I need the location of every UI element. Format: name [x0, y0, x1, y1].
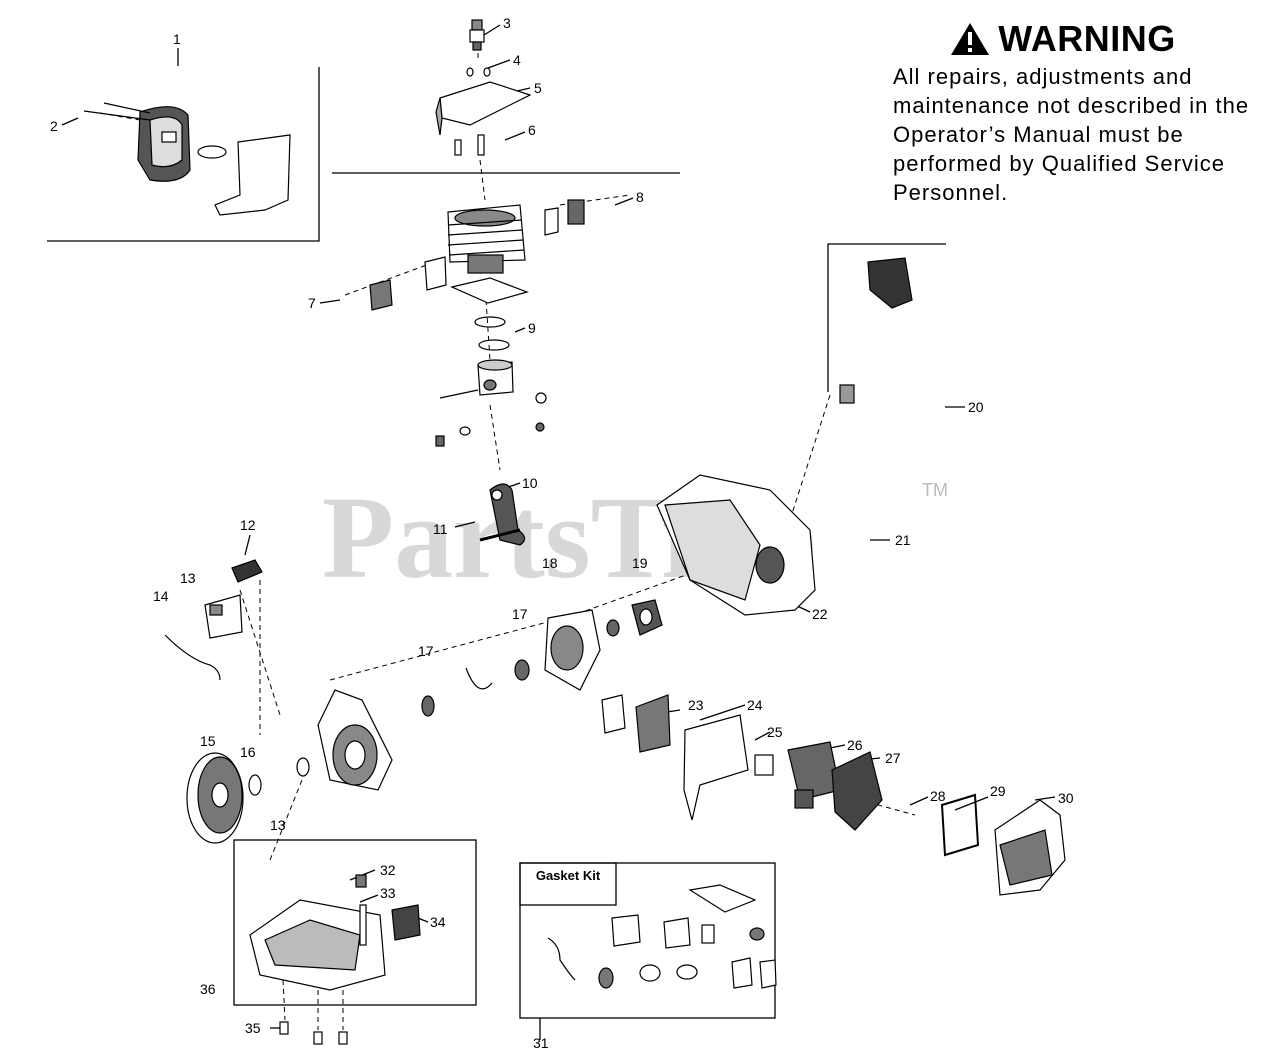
callout-14: 14 — [153, 588, 169, 604]
callout-17: 17 — [418, 643, 434, 659]
callout-33: 33 — [380, 885, 396, 901]
starter-pulley — [631, 599, 663, 636]
callout-11: 11 — [433, 521, 448, 537]
intake-spacer — [567, 199, 585, 225]
muffler-group-box — [47, 67, 320, 242]
callout-19: 19 — [632, 555, 648, 571]
starter-housing — [656, 474, 816, 616]
callout-8: 8 — [636, 189, 644, 205]
carburetor-adapter — [635, 694, 671, 753]
carburetor-bracket — [683, 714, 749, 821]
callout-31: 31 — [533, 1035, 549, 1051]
callout-36: 36 — [200, 981, 216, 997]
fuel-line — [359, 904, 367, 946]
callout-29: 29 — [990, 783, 1006, 799]
air-filter-base — [831, 751, 883, 831]
warning-text: All repairs, adjustments and maintenance… — [893, 64, 1250, 205]
callout-6: 6 — [528, 122, 536, 138]
seal — [296, 757, 310, 777]
exhaust-gasket — [369, 279, 393, 311]
intake-gasket — [544, 207, 559, 236]
callout-27: 27 — [885, 750, 901, 766]
callout-15: 15 — [200, 733, 216, 749]
trademark-mark: TM — [922, 480, 948, 500]
callout-21: 21 — [895, 532, 911, 548]
cylinder-gasket — [450, 277, 529, 304]
piston — [435, 359, 547, 447]
crankshaft — [479, 483, 526, 546]
gasket-kit-box — [519, 862, 776, 1019]
callout-12: 12 — [240, 517, 256, 533]
callout-18: 18 — [542, 555, 558, 571]
gasket-kit-label: Gasket Kit — [535, 868, 601, 883]
air-filter — [940, 793, 980, 857]
warning-title: WARNING — [998, 18, 1176, 59]
piston-rings — [474, 316, 510, 351]
callout-23: 23 — [688, 697, 704, 713]
callout-22: 22 — [812, 606, 828, 622]
gasket-kit-parts — [547, 884, 777, 989]
callout-4: 4 — [513, 52, 521, 68]
flywheel — [186, 752, 244, 844]
muffler-cover — [137, 106, 191, 182]
ignition-module — [164, 559, 263, 681]
snap-ring — [465, 667, 493, 690]
callout-25: 25 — [767, 724, 783, 740]
callout-2: 2 — [50, 118, 58, 134]
crankcase-right — [544, 609, 601, 691]
callout-7: 7 — [308, 295, 316, 311]
callout-26: 26 — [847, 737, 863, 753]
fuel-tank-group-box — [233, 839, 477, 1006]
shroud-bracket — [435, 67, 532, 156]
callout-34: 34 — [430, 914, 446, 930]
callout-17b: 17 — [512, 606, 528, 622]
cylinder — [447, 204, 526, 274]
warning-heading: WARNING — [893, 18, 1233, 60]
callout-28: 28 — [930, 788, 946, 804]
callout-5: 5 — [534, 80, 542, 96]
starter-group-box — [827, 243, 946, 246]
callout-32: 32 — [380, 862, 396, 878]
callout-20: 20 — [968, 399, 984, 415]
callout-16: 16 — [240, 744, 256, 760]
starter-handle — [839, 257, 913, 404]
warning-block: WARNING All repairs, adjustments and mai… — [893, 18, 1273, 207]
carburetor-gasket — [601, 694, 626, 734]
muffler-plate — [83, 102, 291, 216]
callout-3: 3 — [503, 15, 511, 31]
callout-24: 24 — [747, 697, 763, 713]
carburetor — [787, 741, 841, 809]
callout-13b: 13 — [270, 817, 286, 833]
warning-triangle-icon — [951, 23, 990, 55]
callout-9: 9 — [528, 320, 536, 336]
carb-gasket-small — [754, 754, 774, 776]
fuel-filter — [391, 904, 421, 941]
callout-13: 13 — [180, 570, 196, 586]
callout-10: 10 — [522, 475, 538, 491]
air-filter-cover — [994, 799, 1066, 896]
fuel-tank — [249, 899, 386, 991]
fuel-cap — [355, 874, 367, 888]
crankcase-left — [317, 689, 393, 791]
callout-30: 30 — [1058, 790, 1074, 806]
bearing — [421, 695, 435, 717]
spark-plug — [469, 19, 485, 51]
callout-35: 35 — [245, 1020, 261, 1036]
callout-1: 1 — [173, 31, 181, 47]
bearing-right — [514, 659, 530, 681]
